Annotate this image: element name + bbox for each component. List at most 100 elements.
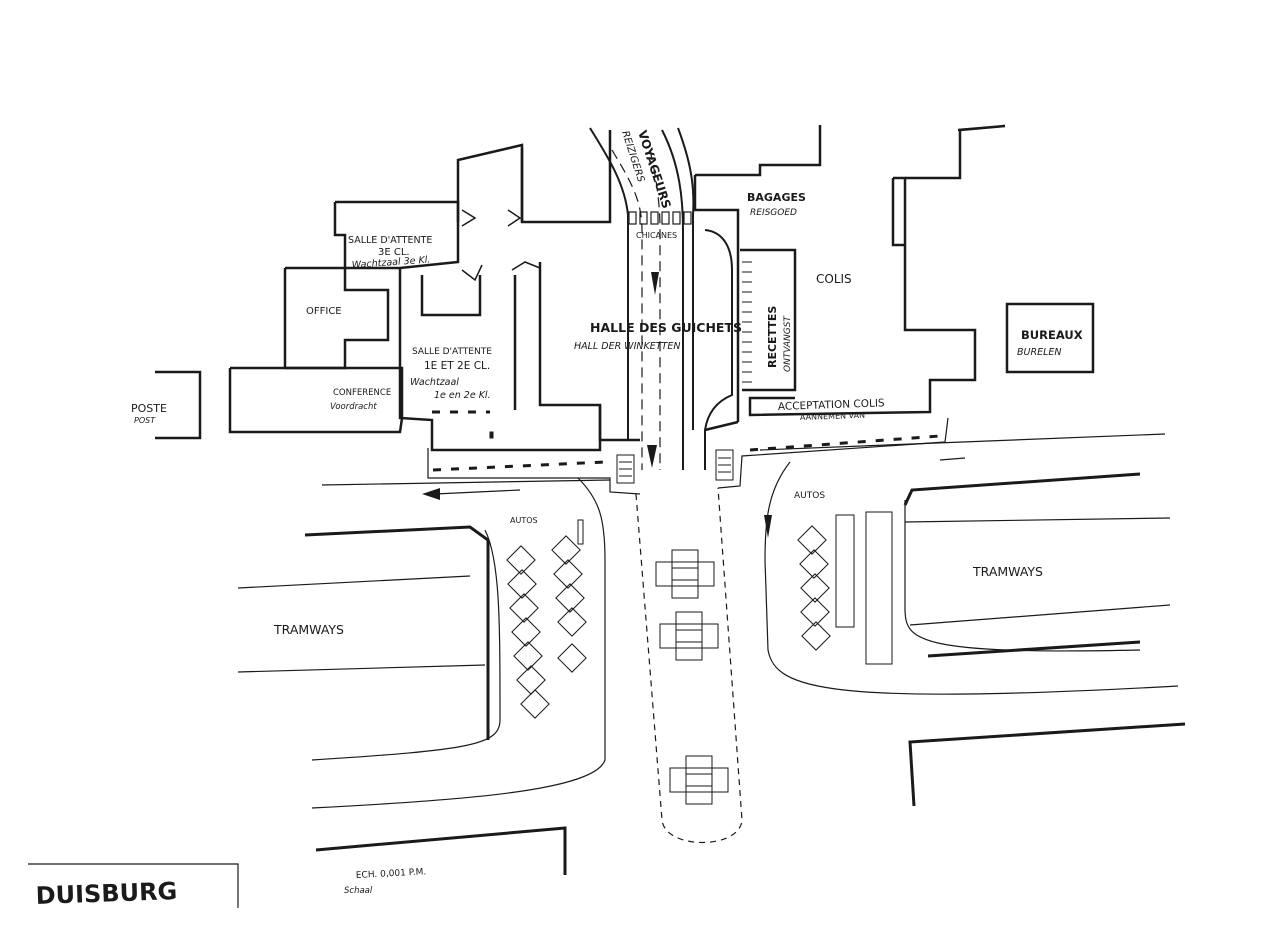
label-conference: CONFERENCE	[333, 388, 391, 398]
label-colis: COLIS	[816, 272, 852, 286]
label-recettes: RECETTES	[766, 306, 779, 368]
forecourt	[321, 417, 1166, 495]
building-walls	[155, 124, 1095, 452]
label-bagages: BAGAGES	[747, 191, 806, 204]
voyageurs-corridor	[589, 127, 733, 470]
counter-hatching	[742, 261, 752, 383]
wall-poste	[155, 370, 202, 440]
tram-depot-walls	[304, 472, 1186, 875]
parking-left	[506, 535, 587, 719]
steps	[616, 449, 734, 484]
label-ontvangst: ONTVANGST	[783, 315, 793, 372]
loading-bay-1	[835, 514, 855, 628]
arrow-down-2	[647, 445, 657, 468]
label-voordracht: Voordracht	[330, 402, 377, 412]
traffic-arrows	[422, 457, 966, 538]
tram-shelters	[655, 549, 729, 805]
arrow-down-autos	[764, 515, 772, 538]
label-city: DUISBURG	[35, 877, 177, 910]
wall-recettes	[740, 248, 797, 392]
label-burelen: BURELEN	[1017, 347, 1061, 358]
street-line-left-1	[237, 575, 471, 589]
chicane-2	[639, 211, 648, 225]
label-salle12-nl1: Wachtzaal	[410, 377, 459, 388]
shelter-3	[669, 755, 729, 805]
steps-left	[616, 454, 635, 484]
corridor-left-edge	[589, 127, 629, 440]
loading-bay-2	[865, 511, 893, 665]
street-curve-right	[764, 461, 1179, 695]
wall-conference	[228, 366, 404, 434]
central-island	[635, 487, 743, 844]
street-line-right-1	[904, 517, 1171, 523]
title-box	[28, 863, 239, 908]
parking-right	[797, 511, 893, 665]
flow-line-2	[649, 149, 661, 470]
bollards-left	[432, 460, 606, 472]
street-line-left-2	[237, 664, 486, 673]
wall-office	[283, 266, 390, 370]
wall-salle3	[333, 200, 460, 270]
door-salle3	[461, 209, 477, 227]
flow-lines	[611, 149, 661, 470]
label-hall-nl: HALL DER WINKETTEN	[574, 341, 680, 352]
wall-right-block	[891, 178, 905, 247]
chicane-1	[628, 211, 637, 225]
wall-halle-front	[598, 405, 640, 442]
door-salle12-a	[461, 264, 483, 282]
street-curve-left	[311, 477, 606, 809]
title-box-frame	[28, 863, 239, 908]
small-marks	[489, 431, 584, 545]
label-poste: POSTE	[131, 402, 167, 415]
label-tramways-left: TRAMWAYS	[273, 622, 344, 637]
wall-salle12	[398, 262, 602, 452]
curb-right-top	[759, 433, 1166, 451]
label-reisgoed: REISGOED	[750, 208, 797, 218]
bollard-rows	[432, 410, 941, 472]
chicane-3	[650, 211, 659, 225]
label-salle12-nl2: 1e en 2e Kl.	[434, 390, 491, 401]
door-salle12-b	[511, 261, 541, 271]
corridor-right-edge	[677, 127, 695, 430]
street-inner-right	[904, 500, 1141, 652]
label-autos-right: AUTOS	[794, 491, 825, 501]
door-marks	[461, 209, 541, 282]
label-salle3-l1: SALLE D'ATTENTE	[348, 235, 432, 246]
chicane-6	[683, 211, 692, 225]
wall-colis	[695, 125, 822, 177]
curb-left-top	[321, 479, 611, 486]
labels: VOYAGEURS REIZIGERS BAGAGES REISGOED COL…	[35, 129, 1082, 910]
wall-halle-front-right	[704, 420, 739, 432]
corridor-inner-right	[661, 129, 684, 470]
pavement-right	[717, 417, 949, 489]
island-outline	[635, 487, 743, 844]
depot-right-lower	[927, 640, 1141, 658]
label-salle3-nl: Wachtzaal 3e Kl.	[351, 255, 430, 271]
label-salle12-l2: 1E ET 2E CL.	[424, 360, 490, 372]
label-post: POST	[134, 416, 156, 425]
label-tramways-right: TRAMWAYS	[972, 564, 1043, 579]
steps-right	[715, 449, 734, 481]
depot-right-upper	[903, 472, 1141, 506]
street-inner-left	[311, 529, 501, 761]
depot-bottom-left	[315, 826, 567, 875]
street-line-right-2	[909, 604, 1171, 626]
chicane-5	[672, 211, 681, 225]
depot-bottom-right	[908, 722, 1186, 807]
label-autos-left: AUTOS	[510, 516, 538, 525]
label-annemen: AANNEMEN VAN	[800, 411, 865, 422]
wall-upper-left	[456, 130, 612, 224]
wall-colis-right	[748, 176, 977, 417]
flow-arrows	[647, 272, 659, 468]
label-bureaux: BUREAUX	[1021, 328, 1083, 342]
label-office: OFFICE	[306, 306, 342, 317]
shelter-1	[655, 549, 715, 599]
wall-salle12-inner	[420, 275, 482, 317]
chicane-4	[661, 211, 670, 225]
flow-line-1	[611, 149, 643, 470]
label-salle12-l1: SALLE D'ATTENTE	[412, 347, 492, 357]
shelter-2	[659, 611, 719, 661]
streets	[237, 461, 1179, 809]
bollards-right	[749, 434, 941, 452]
